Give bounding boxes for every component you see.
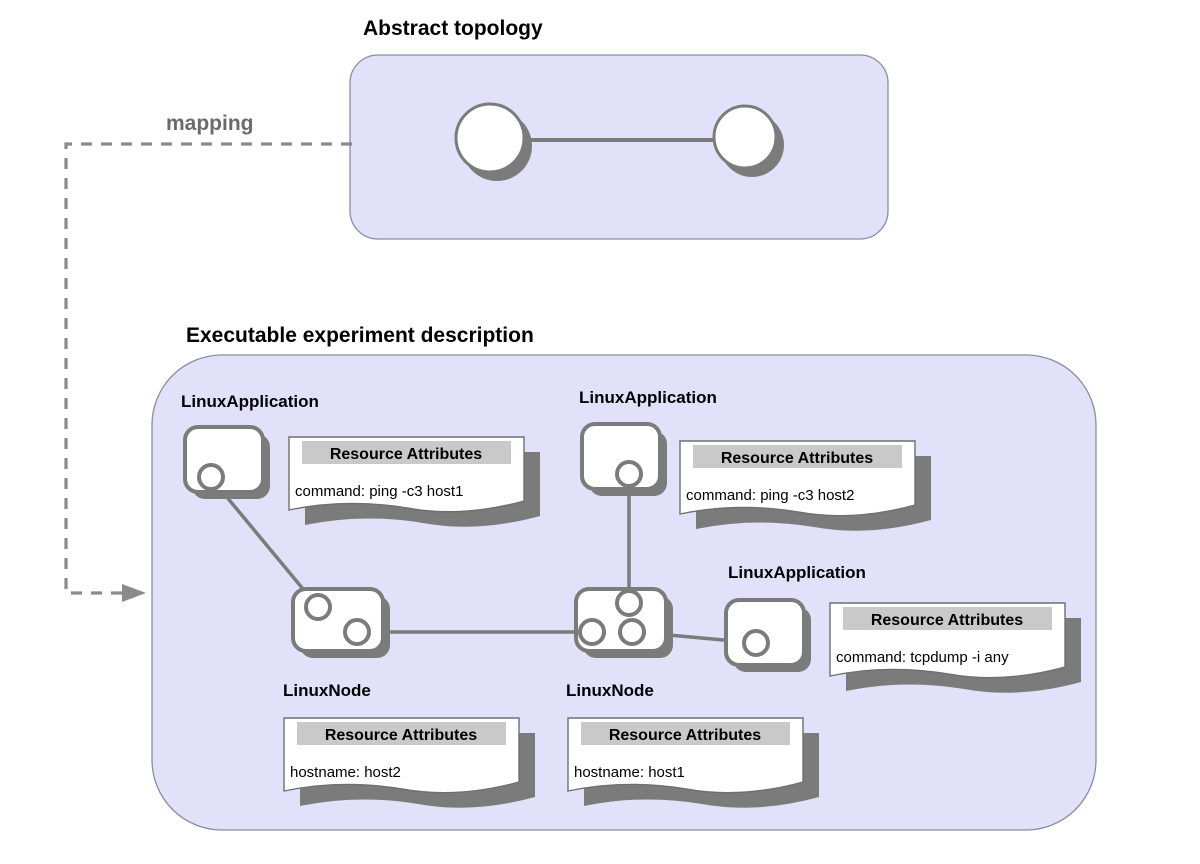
note-app-ping-host1: Resource Attributes command: ping -c3 ho… [288, 436, 540, 527]
note-app-ping-host2-title: Resource Attributes [721, 450, 873, 467]
node-host1-port-3[interactable] [618, 618, 646, 646]
node-host1-port-2[interactable] [578, 618, 606, 646]
resource-app-ping-host1[interactable]: LinuxApplication [181, 392, 319, 499]
node-host2-port-1[interactable] [304, 593, 332, 621]
topology-node-right[interactable] [712, 104, 778, 170]
note-node-host2-title: Resource Attributes [325, 727, 477, 744]
resource-type-label-app-ping-host1: LinuxApplication [181, 392, 319, 411]
app-tcpdump-port[interactable] [742, 629, 770, 657]
resource-node-host1[interactable]: LinuxNode [566, 587, 673, 700]
resource-type-label-node-host1: LinuxNode [566, 681, 654, 700]
link-app-pinghost1-to-node-host2 [209, 476, 320, 609]
note-app-ping-host1-band [302, 441, 511, 464]
note-app-ping-host2: Resource Attributes command: ping -c3 ho… [679, 440, 931, 531]
app-ping-host1-box[interactable] [183, 425, 265, 494]
node-host2-box[interactable] [291, 587, 385, 653]
note-app-tcpdump-attr-0: command: tcpdump -i any [836, 649, 1009, 666]
note-node-host1: Resource Attributes hostname: host1 [567, 717, 819, 808]
abstract-topology-panel [349, 54, 889, 240]
resource-app-ping-host2[interactable]: LinuxApplication [579, 388, 717, 496]
note-app-ping-host1-title: Resource Attributes [330, 446, 482, 463]
app-ping-host1-port[interactable] [197, 463, 225, 491]
resource-app-tcpdump[interactable]: LinuxApplication [724, 563, 866, 672]
node-host1-port-1[interactable] [615, 589, 643, 617]
resource-type-label-app-ping-host2: LinuxApplication [579, 388, 717, 407]
note-app-ping-host2-band [693, 445, 902, 468]
resource-type-label-app-tcpdump: LinuxApplication [728, 563, 866, 582]
node-host2-port-2[interactable] [343, 618, 371, 646]
executable-description-title: Executable experiment description [186, 324, 534, 347]
note-app-tcpdump: Resource Attributes command: tcpdump -i … [829, 602, 1081, 693]
resource-node-host2[interactable]: LinuxNode [283, 587, 390, 700]
abstract-topology-title: Abstract topology [363, 17, 543, 40]
app-ping-host2-port[interactable] [615, 460, 643, 488]
topology-node-left[interactable] [454, 102, 526, 174]
note-node-host1-attr-0: hostname: host1 [574, 764, 685, 781]
note-app-tcpdump-band [843, 607, 1052, 630]
note-node-host1-band [581, 722, 790, 745]
note-app-ping-host1-attr-0: command: ping -c3 host1 [295, 483, 463, 500]
note-node-host2: Resource Attributes hostname: host2 [283, 717, 535, 808]
note-app-ping-host2-attr-0: command: ping -c3 host2 [686, 487, 854, 504]
note-app-tcpdump-title: Resource Attributes [871, 612, 1023, 629]
mapping-arrow-path [64, 142, 352, 595]
note-node-host1-title: Resource Attributes [609, 727, 761, 744]
resource-type-label-node-host2: LinuxNode [283, 681, 371, 700]
note-node-host2-attr-0: hostname: host2 [290, 764, 401, 781]
note-node-host2-band [297, 722, 506, 745]
mapping-arrow-head [122, 584, 146, 602]
mapping-label: mapping [166, 112, 254, 135]
